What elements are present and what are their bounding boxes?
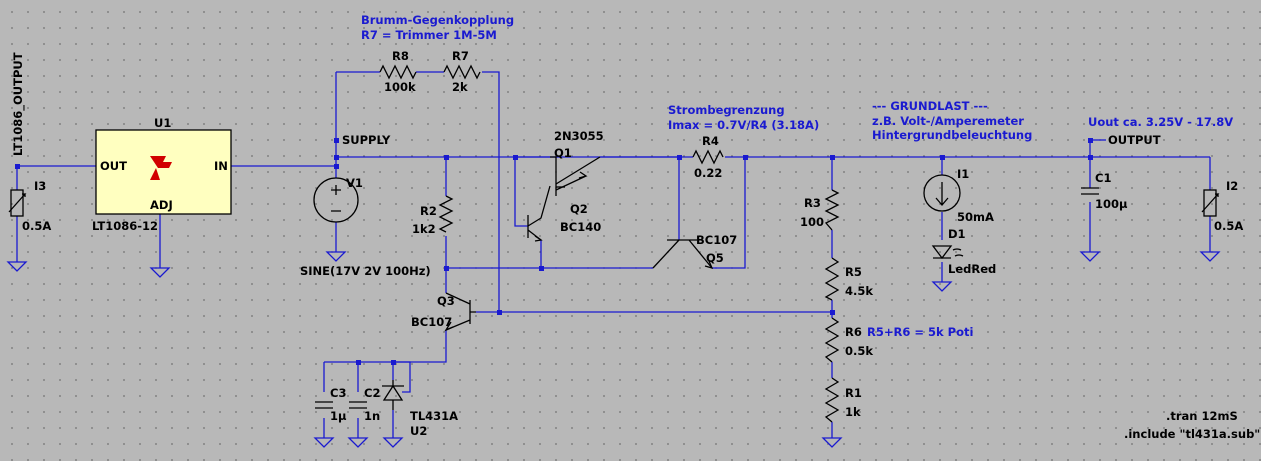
current-limit-title: Strombegrenzung: [668, 103, 785, 117]
feedback-note: R7 = Trimmer 1M-5M: [361, 28, 497, 42]
q3-ref: Q3: [437, 294, 455, 308]
uout-range: Uout ca. 3.25V - 17.8V: [1088, 115, 1233, 129]
current-source-i1[interactable]: [923, 174, 961, 212]
r3-ref: R3: [804, 196, 821, 210]
u2-ref: U2: [410, 424, 427, 438]
i3-ref: I3: [34, 179, 46, 193]
i1-ref: I1: [957, 167, 969, 181]
resistor-r5: [824, 257, 840, 301]
base-load-note2: Hintergrundbeleuchtung: [872, 128, 1032, 142]
r2-value: 1k2: [412, 222, 436, 236]
resistor-r6: [824, 317, 840, 363]
d1-value: LedRed: [948, 262, 996, 276]
resistor-r4: [692, 149, 724, 165]
i2-ref: I2: [1226, 179, 1238, 193]
q1-ref: Q1: [554, 146, 572, 160]
led-d1[interactable]: [931, 245, 964, 260]
i1-value: 50mA: [957, 210, 994, 224]
c1-value: 100µ: [1095, 197, 1128, 211]
base-load-title: --- GRUNDLAST ---: [872, 99, 988, 113]
directive-include: .include "tl431a.sub": [1124, 427, 1260, 441]
q3-type: BC107: [411, 315, 452, 329]
u2-type: TL431A: [410, 409, 458, 423]
i2-value: 0.5A: [1214, 219, 1243, 233]
q2-type: BC140: [560, 220, 601, 234]
d1-ref: D1: [948, 227, 966, 241]
resistor-r1: [824, 377, 840, 423]
c2-value: 1n: [364, 409, 380, 423]
r5r6-note: R5+R6 = 5k Poti: [867, 325, 973, 339]
q2-ref: Q2: [570, 202, 588, 216]
resistor-r8: [379, 64, 417, 80]
u1-pin-in: IN: [214, 159, 228, 173]
r5-value: 4.5k: [845, 284, 873, 298]
voltage-source-v1[interactable]: [313, 177, 359, 223]
q1-type: 2N3055: [554, 129, 604, 143]
resistor-r7: [443, 64, 481, 80]
r2-ref: R2: [420, 204, 437, 218]
r6-value: 0.5k: [845, 344, 873, 358]
current-source-i3[interactable]: [8, 189, 27, 217]
r8-ref: R8: [392, 49, 409, 63]
resistor-r2: [438, 195, 454, 233]
feedback-title: Brumm-Gegenkopplung: [361, 13, 514, 27]
transistor-q3[interactable]: [444, 292, 476, 332]
light-emission-icon: [952, 248, 964, 257]
transistor-q1[interactable]: [550, 156, 601, 196]
u1-regulator[interactable]: [95, 129, 232, 215]
transistor-q5[interactable]: [652, 239, 714, 270]
current-limit-formula: Imax = 0.7V/R4 (3.18A): [668, 118, 819, 132]
capacitor-c1[interactable]: [1081, 187, 1099, 195]
u1-ref: U1: [154, 116, 171, 130]
r6-ref: R6: [845, 325, 862, 339]
directive-tran: .tran 12mS: [1166, 409, 1238, 423]
net-label-supply: SUPPLY: [342, 133, 391, 147]
v1-value: SINE(17V 2V 100Hz): [300, 264, 431, 278]
net-label-lt-output: LT1086_OUTPUT: [11, 52, 26, 156]
base-load-note1: z.B. Volt-/Amperemeter: [872, 114, 1024, 128]
r3-value: 100: [800, 215, 824, 229]
v1-ref: V1: [346, 176, 363, 190]
c3-ref: C3: [330, 386, 346, 400]
r7-value: 2k: [452, 80, 468, 94]
current-source-i2[interactable]: [1201, 189, 1220, 217]
u1-pin-out: OUT: [100, 159, 127, 173]
lt-logo-icon: [150, 156, 172, 180]
r1-value: 1k: [845, 405, 861, 419]
resistors: [379, 64, 840, 423]
r1-ref: R1: [845, 386, 862, 400]
wires: [16, 71, 1211, 438]
net-label-output: OUTPUT: [1108, 133, 1161, 147]
u1-pin-adj: ADJ: [150, 198, 173, 212]
q5-type: BC107: [696, 233, 737, 247]
c1-ref: C1: [1095, 171, 1111, 185]
c3-value: 1µ: [330, 409, 347, 423]
capacitor-c3[interactable]: [315, 401, 333, 409]
junctions: [15, 138, 1093, 365]
u1-type: LT1086-12: [92, 219, 158, 233]
r8-value: 100k: [384, 80, 416, 94]
r7-ref: R7: [452, 49, 469, 63]
r4-value: 0.22: [694, 166, 722, 180]
resistor-r3: [824, 189, 840, 231]
q5-ref: Q5: [706, 251, 724, 265]
i3-value: 0.5A: [22, 219, 51, 233]
capacitor-c2[interactable]: [349, 401, 367, 409]
r4-ref: R4: [702, 134, 719, 148]
shunt-regulator-u2[interactable]: [382, 380, 404, 410]
c2-ref: C2: [364, 386, 380, 400]
r5-ref: R5: [845, 265, 862, 279]
ground-symbols: [6, 251, 1221, 448]
transistor-q2[interactable]: [527, 185, 551, 242]
